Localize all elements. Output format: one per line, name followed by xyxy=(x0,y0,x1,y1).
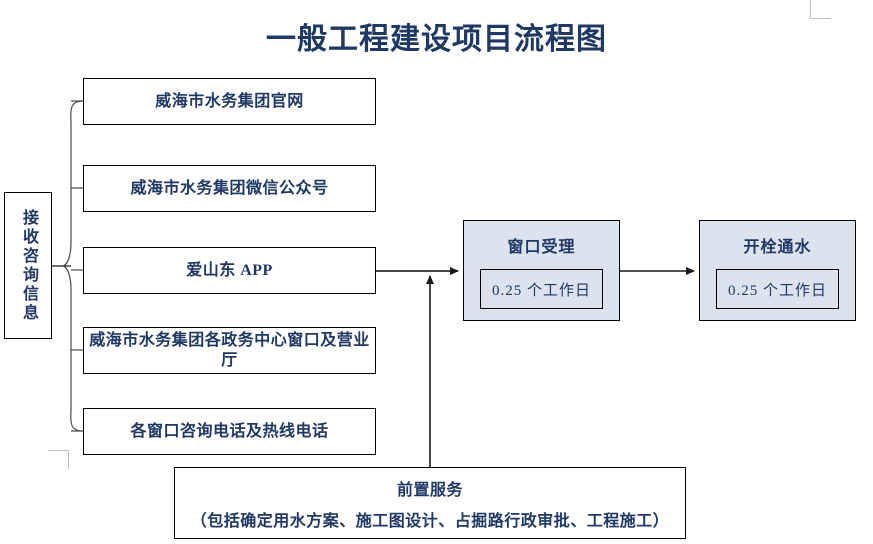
node-channel-service-hall[interactable]: 威海市水务集团各政务中心窗口及营业厅 xyxy=(83,327,376,374)
node-stage-window-acceptance-title: 窗口受理 xyxy=(507,239,576,256)
node-channel-wechat[interactable]: 威海市水务集团微信公众号 xyxy=(83,165,376,212)
node-channel-hotline-label: 各窗口咨询电话及热线电话 xyxy=(130,422,329,440)
node-channel-hotline[interactable]: 各窗口咨询电话及热线电话 xyxy=(83,408,376,455)
node-pre-service-detail: （包括确定用水方案、施工图设计、占掘路行政审批、工程施工） xyxy=(190,512,670,530)
chart-title: 一般工程建设项目流程图 xyxy=(266,23,607,56)
node-channel-app[interactable]: 爱山东 APP xyxy=(83,247,376,294)
page-corner-mark-top-right xyxy=(810,0,831,19)
node-stage-window-acceptance-duration: 0.25 个工作日 xyxy=(480,269,603,309)
node-channel-website[interactable]: 威海市水务集团官网 xyxy=(83,78,376,125)
node-pre-service[interactable]: 前置服务 （包括确定用水方案、施工图设计、占掘路行政审批、工程施工） xyxy=(174,467,686,539)
node-channel-website-label: 威海市水务集团官网 xyxy=(155,92,304,110)
node-channel-wechat-label: 威海市水务集团微信公众号 xyxy=(130,179,329,197)
node-stage-water-on-duration: 0.25 个工作日 xyxy=(716,269,839,309)
node-channel-service-hall-label: 威海市水务集团各政务中心窗口及营业厅 xyxy=(89,331,370,369)
node-receive-inquiry[interactable]: 接收咨询信息 xyxy=(4,192,52,339)
page-corner-mark-bottom-left xyxy=(48,450,69,469)
node-receive-inquiry-label: 接收咨询信息 xyxy=(20,208,37,323)
node-stage-water-on[interactable]: 开栓通水 0.25 个工作日 xyxy=(699,220,856,321)
node-channel-app-label: 爱山东 APP xyxy=(186,261,273,279)
node-stage-window-acceptance[interactable]: 窗口受理 0.25 个工作日 xyxy=(463,220,620,321)
node-pre-service-title: 前置服务 xyxy=(396,481,463,499)
node-stage-water-on-title: 开栓通水 xyxy=(743,239,812,256)
